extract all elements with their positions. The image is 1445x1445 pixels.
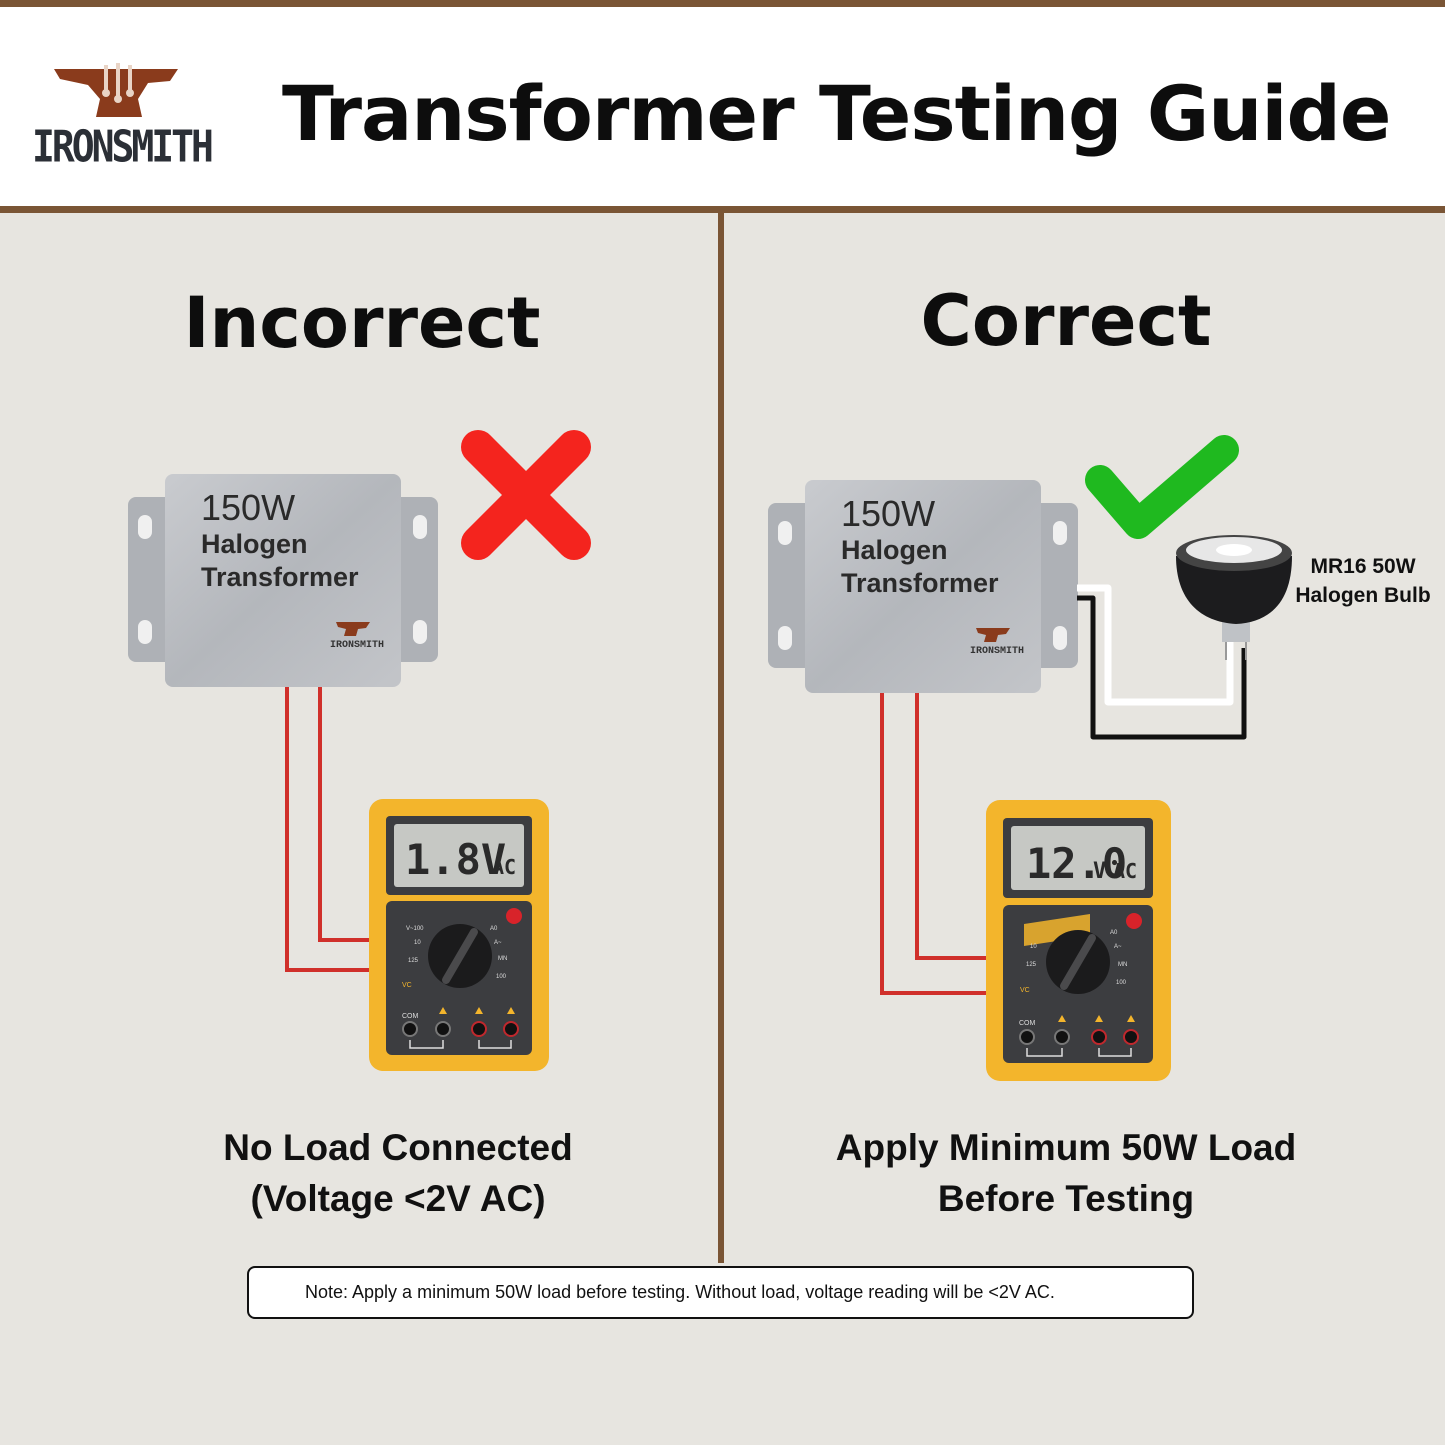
correct-transformer: 150W Halogen Transformer IRONSMITH — [768, 480, 1078, 693]
correct-transformer-line1: Halogen — [841, 535, 948, 565]
correct-transformer-line2: Transformer — [841, 568, 999, 598]
incorrect-caption-line2: (Voltage <2V AC) — [250, 1178, 546, 1219]
checkmark-icon — [1085, 435, 1239, 539]
incorrect-multimeter: 1.8V AC V~100 10 125 A0A~ MN 100 VC COM — [369, 799, 549, 1071]
correct-caption-line2: Before Testing — [937, 1178, 1195, 1219]
incorrect-probe-wires — [285, 687, 372, 972]
svg-text:125: 125 — [1026, 962, 1037, 968]
svg-text:VC: VC — [1020, 987, 1030, 994]
bulb-wires — [1077, 584, 1247, 740]
correct-heading: Correct — [920, 280, 1212, 362]
svg-text:100: 100 — [1116, 980, 1127, 986]
header: IRONSMITH Transformer Testing Guide — [0, 0, 1445, 206]
incorrect-caption-line1: No Load Connected — [223, 1127, 573, 1168]
correct-transformer-wattage: 150W — [841, 493, 935, 534]
incorrect-transformer-line2: Transformer — [201, 562, 359, 592]
incorrect-caption: No Load Connected (Voltage <2V AC) — [88, 1122, 708, 1224]
svg-text:MN: MN — [498, 956, 507, 962]
svg-text:10: 10 — [414, 940, 421, 946]
bulb-label: MR16 50W Halogen Bulb — [1288, 552, 1438, 610]
incorrect-transformer-wattage: 150W — [201, 487, 295, 528]
brand-wordmark: IRONSMITH — [32, 121, 214, 172]
correct-multimeter: 12.0 V AC 125 10 A0A~ MN 100 VC COM — [986, 800, 1171, 1081]
correct-meter-unit: AC — [1113, 859, 1137, 883]
svg-text:A0: A0 — [1110, 930, 1118, 936]
correct-meter-unit-v: V — [1093, 859, 1106, 884]
svg-text:COM: COM — [1019, 1020, 1036, 1027]
panel-divider — [718, 213, 724, 1263]
svg-text:A~: A~ — [1114, 944, 1122, 950]
correct-caption: Apply Minimum 50W Load Before Testing — [756, 1122, 1376, 1224]
correct-probe-wires — [880, 693, 988, 995]
cross-icon — [461, 430, 591, 560]
note-box: Note: Apply a minimum 50W load before te… — [247, 1266, 1194, 1319]
incorrect-transformer-brand: IRONSMITH — [330, 640, 384, 651]
svg-text:A~: A~ — [494, 940, 502, 946]
incorrect-transformer-line1: Halogen — [201, 529, 308, 559]
correct-meter-reading: 12.0 — [1026, 839, 1127, 888]
bulb-label-line1: MR16 50W — [1310, 555, 1416, 578]
incorrect-meter-unit: AC — [492, 855, 516, 879]
incorrect-transformer: 150W Halogen Transformer IRONSMITH — [128, 474, 438, 687]
correct-transformer-logo-icon — [976, 628, 1010, 642]
brand-logo-anvil-icon — [54, 63, 178, 117]
bulb-label-line2: Halogen Bulb — [1295, 584, 1431, 607]
svg-text:V~100: V~100 — [406, 926, 424, 932]
correct-transformer-brand: IRONSMITH — [970, 646, 1024, 657]
svg-text:COM: COM — [402, 1013, 419, 1020]
header-rule — [0, 206, 1445, 213]
correct-caption-line1: Apply Minimum 50W Load — [835, 1127, 1297, 1168]
svg-text:VC: VC — [402, 982, 412, 989]
svg-text:MN: MN — [1118, 962, 1127, 968]
svg-text:100: 100 — [496, 974, 507, 980]
incorrect-meter-reading: 1.8V — [405, 835, 506, 884]
incorrect-transformer-logo-icon — [336, 622, 370, 636]
halogen-bulb-icon — [1176, 535, 1292, 660]
svg-text:A0: A0 — [490, 926, 498, 932]
svg-text:10: 10 — [1030, 944, 1037, 950]
svg-text:125: 125 — [408, 958, 419, 964]
page-title: Transformer Testing Guide — [282, 69, 1391, 158]
incorrect-heading: Incorrect — [183, 282, 541, 364]
